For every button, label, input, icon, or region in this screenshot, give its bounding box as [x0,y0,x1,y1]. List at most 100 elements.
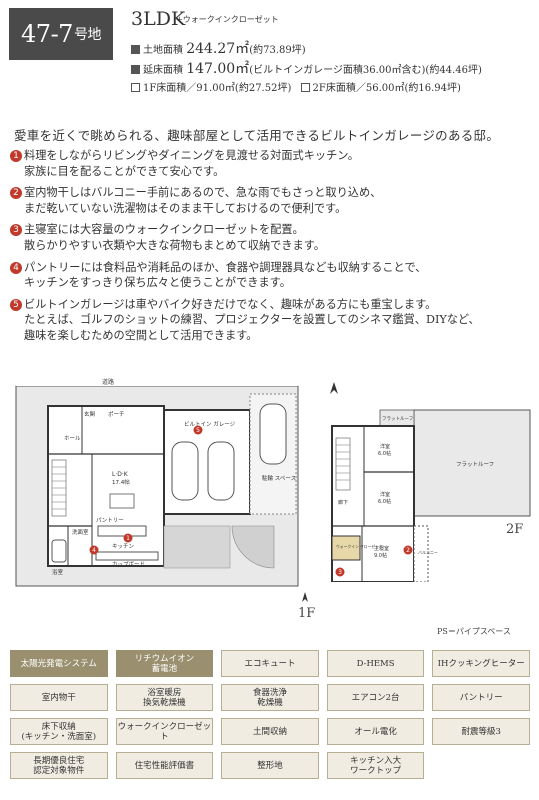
flat-roof-top-label: フラットルーフ [382,416,413,422]
lot-suffix: 号地 [73,27,102,43]
spec-grid: 太陽光発電システム リチウムイオン 蓄電池 エコキュート D-HEMS IHクッ… [10,650,530,779]
spec-dhems: D-HEMS [326,650,425,677]
hall2-label: 廊下 [338,499,348,506]
svg-text:2: 2 [406,547,410,554]
feature-item-3: 3 主寝室には大容量のウォークインクローゼットを配置。 散らかりやすい衣類や大き… [10,222,535,253]
site-area-tsubo: (約73.89坪) [249,45,306,56]
flat-roof-area [413,409,531,517]
marker-4 [89,545,99,555]
first-floor-area: 1F床面積／91.00㎡(約27.52坪) [143,83,292,94]
spec-battery: リチウムイオン 蓄電池 [115,650,214,677]
spec-worktop: キッチン入大 ワークトップ [326,752,425,779]
number-marker-icon: 1 [10,150,22,162]
marker-3 [335,567,345,577]
wash-label: 洗面室 [72,528,89,536]
square-outline-icon [131,83,140,92]
floor-area-label: 延床面積 [143,65,183,76]
lot-number: 47-7 [21,20,73,48]
feature-line: まだ乾いていない洗濯物はそのまま干しておけるので便利です。 [24,201,347,215]
spec-aircon: エアコン2台 [326,684,425,711]
floor-plan-1f: 道路 ホール L·D·K 17.4帖 ビルトイン ガレージ 駐輪 スペー [12,376,310,614]
square-bullet-icon [131,45,140,54]
master-size: 9.0帖 [374,552,387,559]
flat-roof-label: フラットルーフ [456,461,494,468]
west2-size: 6.0帖 [378,498,391,505]
marker-5 [193,425,203,435]
svg-text:4: 4 [92,547,96,554]
spec-long-term: 長期優良住宅 認定対象物件 [10,752,108,779]
porch-label: ポーチ [108,411,125,418]
north-arrow-icon [330,382,338,394]
second-floor-area: 2F床面積／56.00㎡(約16.94坪) [312,83,461,94]
stairs-1f [51,459,67,517]
svg-text:3: 3 [338,569,342,576]
marker-1 [123,533,133,543]
patio [231,525,275,569]
feature-item-5: 5 ビルトインガレージは車やバイク好きだけでなく、趣味がある方にも重宝します。 … [10,297,535,344]
road-label: 道路 [102,378,114,386]
site-area-value: 244.27㎡ [186,41,250,57]
number-marker-icon: 5 [10,298,22,311]
garage-label: ビルトイン ガレージ [184,420,236,428]
spec-wic: ウォークインクローゼット [115,718,214,745]
number-marker-icon: 3 [10,224,22,237]
catch-copy: 愛車を近くで眺められる、趣味部屋として活用できるビルトインガレージのある邸。 [14,128,500,143]
kitchen-label: キッチン [112,543,135,550]
west1-size: 6.0帖 [378,450,391,457]
layout-type: 3LDK [131,8,186,30]
cupboard-label: カップボード [112,560,145,568]
wic-label: ウォークイン クローゼット [336,544,383,549]
number-marker-icon: 2 [10,187,22,200]
svg-text:1: 1 [126,535,130,542]
master-label: 主寝室 [374,545,389,552]
road [16,376,298,386]
spec-seismic: 耐震等級3 [432,718,530,745]
spec-ih: IHクッキングヒーター [432,650,530,677]
number-marker-icon: 4 [10,261,22,274]
spec-dishwasher: 食器洗浄 乾燥機 [221,684,319,711]
floor-breakdown: 1F床面積／91.00㎡(約27.52坪) 2F床面積／56.00㎡(約16.9… [131,79,461,94]
floor-label-2f: 2F [506,522,524,537]
balcony-label: バルコニー [418,550,438,555]
spec-pantry: パントリー [432,684,530,711]
feature-line: 料理をしながらリビングやダイニングを見渡せる対面式キッチン。 [24,149,359,162]
feature-line: パントリーには食料品や消耗品のほか、食器や調理器具なども収納することで、 [24,260,427,274]
entrance-label: 玄関 [84,410,96,418]
feature-line: 室内物干しはバルコニー手前にあるので、急な雨でもさっと取り込め、 [24,186,382,200]
bath-label: 浴室 [52,568,64,576]
spec-performance: 住宅性能評価書 [115,752,214,779]
layout-note: +ウォークインクローゼット [176,15,279,24]
spec-regular-lot: 整形地 [221,752,319,779]
north-arrow-icon [302,592,308,602]
square-outline-icon [300,83,310,92]
feature-line: たとえば、ゴルフのショットの練習、プロジェクターを設置してのシネマ鑑賞、DIYな… [24,313,480,327]
feature-line: 家族に目を配ることができて安心です。 [24,164,225,178]
bike-label: 駐輪 スペース [262,474,296,482]
feature-line: 趣味を楽しむための空間として活用できます。 [24,328,258,342]
feature-line: 主寝室には大容量のウォークインクローゼットを配置。 [24,223,304,237]
svg-text:5: 5 [196,427,200,434]
ps-note: PS＝パイプスペース [437,627,511,636]
ldk-label: L·D·K [112,471,129,478]
feature-line: ビルトインガレージは車やバイク好きだけでなく、趣味がある方にも重宝します。 [24,297,437,311]
wic-area [331,535,361,561]
ldk-size: 17.4帖 [112,478,130,486]
spec-all-electric: オール電化 [326,718,425,745]
pantry-label: パントリー [96,517,124,524]
west1-label: 洋室 [380,443,390,450]
floor-area: 延床面積 147.00㎡(ビルトインガレージ面積36.00㎡含む)(約44.46… [131,58,482,78]
floor-label-1f: 1F [298,606,316,621]
site-area: 土地面積 244.27㎡(約73.89坪) [131,38,306,58]
balcony-area [413,525,429,582]
feature-item-4: 4 パントリーには食料品や消耗品のほか、食器や調理器具なども収納することで、 キ… [10,260,535,291]
site-area-label: 土地面積 [143,45,183,56]
hall-label: ホール [64,435,81,442]
floor-area-note: (ビルトインガレージ面積36.00㎡含む)(約44.46坪) [249,65,482,76]
spec-bath-dryer: 浴室暖房 換気乾燥機 [115,684,214,711]
feature-item-1: 1 料理をしながらリビングやダイニングを見渡せる対面式キッチン。 家族に目を配る… [10,148,535,179]
spec-indoor-drying: 室内物干 [10,684,108,711]
square-bullet-icon [131,65,140,74]
stairs-2f [335,437,351,491]
feature-list: 1 料理をしながらリビングやダイニングを見渡せる対面式キッチン。 家族に目を配る… [10,148,535,350]
